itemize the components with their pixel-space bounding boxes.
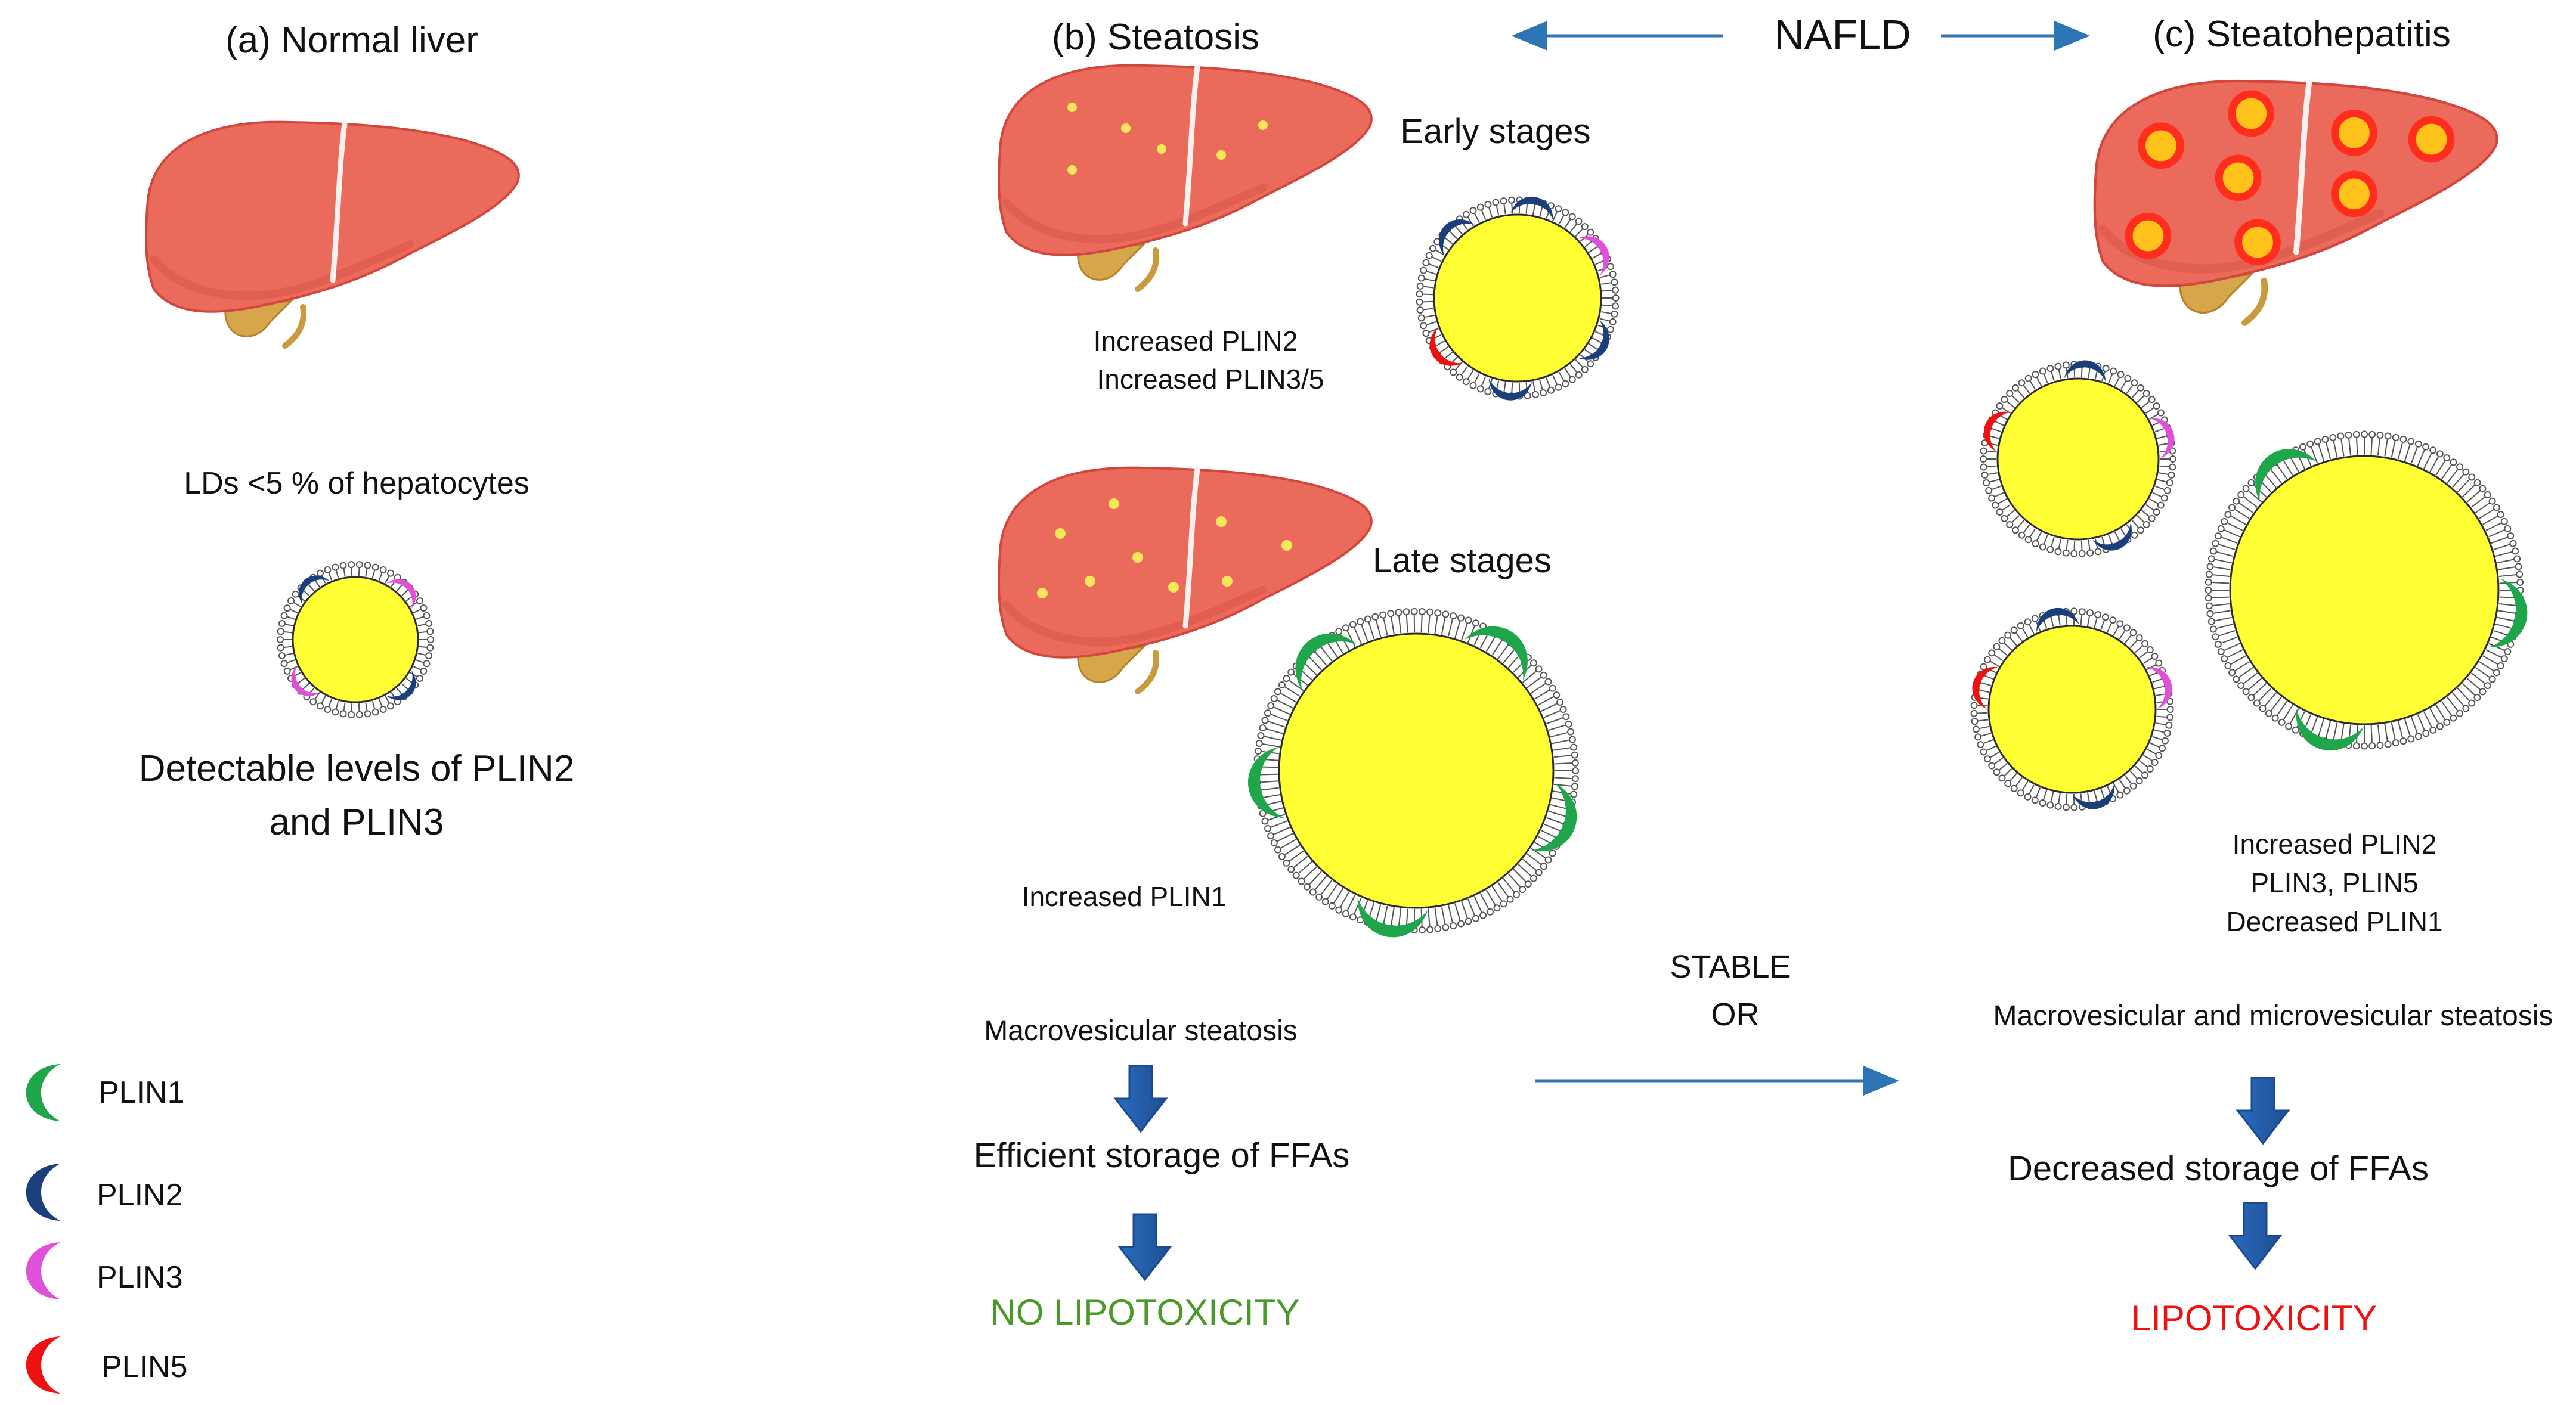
liver-normal xyxy=(145,120,520,349)
panel-b: (b) Steatosis Early stages Increased PLI… xyxy=(974,17,1620,1332)
decreased-text: Decreased storage of FFAs xyxy=(2008,1149,2429,1188)
panel-c-text-3: Decreased PLIN1 xyxy=(2226,906,2442,937)
panel-a-title: (a) Normal liver xyxy=(225,20,478,61)
macro-text: Macrovesicular steatosis xyxy=(984,1015,1298,1047)
panel-a: (a) Normal liver LDs <5 % of hepatocytes… xyxy=(139,20,575,843)
perilipin-cap xyxy=(1488,378,1532,401)
plin1-icon xyxy=(26,1064,61,1121)
down-arrow-b2 xyxy=(1117,1213,1172,1282)
lipid-core xyxy=(1278,632,1555,909)
lipotoxicity-text: LIPOTOXICITY xyxy=(2131,1298,2377,1338)
plin3-icon xyxy=(26,1242,61,1299)
legend-label-plin3: PLIN3 xyxy=(97,1260,183,1295)
panel-b-title: (b) Steatosis xyxy=(1052,17,1259,58)
perilipin-cap xyxy=(2092,522,2132,551)
legend: PLIN1 PLIN2 PLIN3 PLIN5 xyxy=(26,1064,188,1394)
legend-item-plin5: PLIN5 xyxy=(26,1336,188,1394)
legend-label-plin1: PLIN1 xyxy=(98,1075,185,1110)
panel-c-text-1: Increased PLIN2 xyxy=(2233,829,2437,860)
panel-c-title: (c) Steatohepatitis xyxy=(2153,14,2451,55)
perilipin-cap xyxy=(2488,578,2528,648)
lipid-droplet-c-large xyxy=(2205,430,2528,750)
efficient-text: Efficient storage of FFAs xyxy=(974,1136,1350,1175)
lipid-droplet-early xyxy=(1416,196,1620,401)
early-stages-label: Early stages xyxy=(1400,112,1590,151)
stable-text: STABLE xyxy=(1670,949,1791,985)
perilipin-cap xyxy=(2255,449,2317,502)
perilipin-cap xyxy=(386,579,416,609)
plin5-icon xyxy=(26,1336,61,1394)
late-text: Increased PLIN1 xyxy=(1022,881,1227,912)
phospholipid-monolayer xyxy=(1980,361,2176,557)
lipid-droplet-late xyxy=(1248,607,1580,938)
perilipin-cap xyxy=(2064,360,2106,382)
perilipin-cap xyxy=(1438,219,1475,256)
stable-or-group: STABLE OR xyxy=(1535,949,1899,1096)
perilipin-cap xyxy=(2149,418,2175,459)
liver-steatosis-early xyxy=(998,64,1373,292)
panel-a-detect-line2: and PLIN3 xyxy=(270,802,444,843)
down-arrow-c1 xyxy=(2236,1077,2290,1145)
liver-steatohepatitis xyxy=(2093,79,2498,326)
legend-item-plin2: PLIN2 xyxy=(26,1164,183,1221)
perilipin-cap xyxy=(2296,709,2364,750)
lipid-core xyxy=(292,576,419,703)
perilipin-cap xyxy=(1295,633,1357,690)
liver-body xyxy=(998,466,1373,659)
perilipin-cap xyxy=(1510,196,1553,221)
liver-body xyxy=(145,120,520,313)
perilipin-cap xyxy=(299,575,330,604)
plin2-icon xyxy=(26,1164,61,1221)
no-lipotoxicity-text: NO LIPOTOXICITY xyxy=(990,1292,1300,1332)
or-text: OR xyxy=(1711,997,1760,1032)
panel-a-caption: LDs <5 % of hepatocytes xyxy=(184,466,530,501)
early-text-1: Increased PLIN2 xyxy=(1094,325,1298,356)
early-text-2: Increased PLIN3/5 xyxy=(1097,364,1324,395)
perilipin-cap xyxy=(1972,667,1999,709)
liver-body xyxy=(2093,79,2498,287)
perilipin-cap xyxy=(2036,607,2079,632)
lipid-core xyxy=(1996,377,2160,541)
legend-item-plin1: PLIN1 xyxy=(26,1064,185,1121)
nafld-header: NAFLD xyxy=(1512,11,2090,58)
lipid-core xyxy=(1433,213,1602,383)
perilipin-cap xyxy=(1578,236,1609,276)
panel-c: (c) Steatohepatitis Increased PLIN2 PLIN… xyxy=(1970,14,2553,1338)
panel-a-detect-line1: Detectable levels of PLIN2 xyxy=(139,748,575,789)
legend-item-plin3: PLIN3 xyxy=(26,1242,183,1299)
perilipin-cap xyxy=(1429,327,1463,366)
legend-label-plin2: PLIN2 xyxy=(97,1178,183,1212)
perilipin-cap xyxy=(291,665,320,696)
down-arrow-c2 xyxy=(2228,1202,2283,1270)
perilipin-cap xyxy=(1531,783,1577,852)
liver-body xyxy=(998,64,1373,256)
perilipin-cap xyxy=(2072,783,2114,809)
lipid-droplet-normal xyxy=(277,561,434,718)
perilipin-cap xyxy=(1357,897,1428,938)
late-stages-label: Late stages xyxy=(1373,541,1552,580)
lipid-droplet-c-top xyxy=(1980,360,2176,557)
perilipin-cap xyxy=(1578,320,1609,360)
lipid-core xyxy=(2229,455,2500,725)
perilipin-cap xyxy=(1465,626,1528,681)
legend-label-plin5: PLIN5 xyxy=(101,1350,188,1384)
perilipin-cap xyxy=(2145,667,2172,709)
perilipin-cap xyxy=(386,670,416,700)
lipid-droplet-c-bottom xyxy=(1970,607,2174,811)
perilipin-cap xyxy=(1248,747,1285,818)
liver-steatosis-late xyxy=(998,466,1373,694)
perilipin-cap xyxy=(1983,411,2011,452)
panel-c-text-2: PLIN3, PLIN5 xyxy=(2250,867,2418,898)
lipid-core xyxy=(1987,625,2157,794)
macro-micro-text: Macrovesicular and microvesicular steato… xyxy=(1993,1000,2553,1032)
down-arrow-b1 xyxy=(1113,1065,1168,1133)
nafld-label: NAFLD xyxy=(1774,11,1911,58)
